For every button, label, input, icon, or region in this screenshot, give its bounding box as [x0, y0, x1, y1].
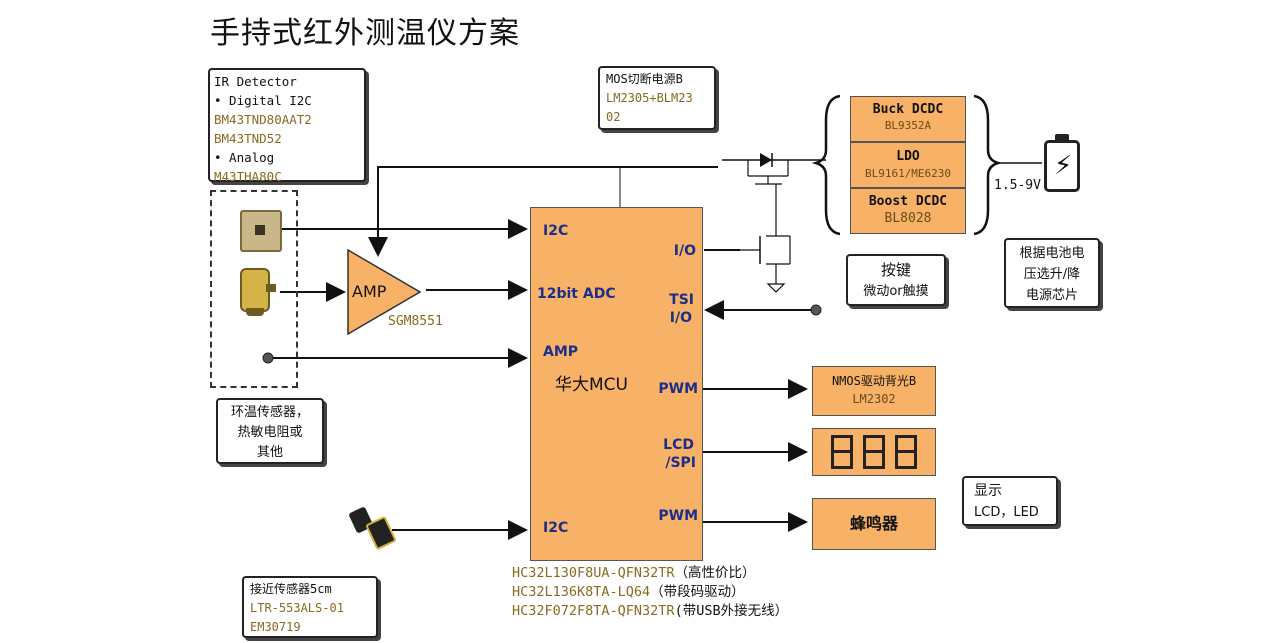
- ir-part-1: BM43TND80AAT2: [214, 112, 312, 127]
- mos-part-1: LM2305+BLM23: [606, 91, 693, 105]
- digit-2: [863, 435, 885, 469]
- boost-block: Boost DCDC BL8028: [850, 188, 966, 234]
- buck-title: Buck DCDC: [872, 102, 944, 117]
- ir-digital-label: • Digital I2C: [214, 93, 312, 108]
- amp-part: SGM8551: [388, 314, 443, 329]
- temp-line-3: 其他: [256, 445, 283, 460]
- ldo-part: BL9161/ME6230: [864, 167, 952, 180]
- ir-analog-label: • Analog: [214, 150, 275, 165]
- key-title: 按键: [880, 261, 911, 279]
- boost-title: Boost DCDC: [868, 194, 948, 209]
- display-block: [812, 428, 936, 476]
- ir-sensor-round: [236, 268, 276, 318]
- mcu-name: 华大MCU: [555, 375, 628, 395]
- ir-sensor-group: [210, 190, 298, 388]
- battery-icon: ⚡: [1044, 134, 1080, 192]
- mcu-pin-tsi-io: I/O: [669, 310, 692, 326]
- mcu-pin-i2c-top: I2C: [543, 223, 569, 239]
- ir-sensor-square: [240, 210, 282, 252]
- ir-part-3: M43THA80C: [214, 169, 282, 184]
- power-note-callout: 根据电池电 压选升/降 电源芯片: [1004, 238, 1100, 308]
- mcu-pin-tsi: TSI: [669, 292, 694, 308]
- part-number: HC32L130F8UA-QFN32TR: [512, 565, 675, 581]
- display-title: 显示: [974, 483, 1002, 499]
- mcu-pin-io: I/O: [673, 243, 696, 259]
- temp-line-2: 热敏电阻或: [237, 425, 303, 440]
- ir-detector-callout: IR Detector • Digital I2C BM43TND80AAT2 …: [208, 68, 366, 184]
- prox-part-1: LTR-553ALS-01: [250, 601, 344, 615]
- mos-part-2: 02: [606, 110, 621, 124]
- key-callout: 按键 微动or触摸: [846, 254, 946, 306]
- mcu-pin-pwm-1: PWM: [658, 381, 698, 397]
- mos-title: MOS切断电源B: [606, 72, 683, 86]
- part-number-row: HC32F072F8TA-QFN32TR(带USB外接无线）: [512, 602, 788, 621]
- temp-line-1: 环温传感器，: [230, 405, 309, 420]
- display-callout: 显示 LCD，LED: [962, 476, 1058, 526]
- part-number: HC32F072F8TA-QFN32TR: [512, 603, 675, 619]
- key-subtitle: 微动or触摸: [863, 284, 929, 299]
- part-number: HC32L136K8TA-LQ64: [512, 584, 651, 600]
- power-note-line-2: 压选升/降: [1023, 267, 1081, 282]
- proximity-sensor-image: [348, 505, 397, 551]
- part-number-row: HC32L136K8TA-LQ64（带段码驱动）: [512, 583, 788, 602]
- part-note: （带段码驱动）: [650, 584, 745, 600]
- buck-part: BL9352A: [884, 119, 932, 132]
- mcu-pin-spi: /SPI: [665, 455, 696, 471]
- nmos-part: LM2302: [852, 392, 896, 406]
- boost-part: BL8028: [884, 211, 932, 226]
- part-number-list: HC32L130F8UA-QFN32TR（高性价比） HC32L136K8TA-…: [512, 564, 788, 621]
- amp-label: AMP: [352, 282, 387, 301]
- digit-3: [895, 435, 917, 469]
- prox-part-2: EM30719: [250, 620, 301, 634]
- ir-detector-title: IR Detector: [214, 74, 297, 89]
- display-types: LCD，LED: [974, 505, 1039, 520]
- proximity-callout: 接近传感器5cm LTR-553ALS-01 EM30719: [242, 576, 378, 638]
- battery-voltage: 1.5-9V: [994, 178, 1041, 193]
- mcu-pin-i2c-bottom: I2C: [543, 520, 569, 536]
- mcu-pin-lcd: LCD: [663, 437, 694, 453]
- temp-sensor-callout: 环温传感器， 热敏电阻或 其他: [216, 398, 324, 464]
- ldo-title: LDO: [896, 149, 920, 164]
- prox-title: 接近传感器5cm: [250, 582, 332, 596]
- buzzer-block: 蜂鸣器: [812, 498, 936, 550]
- mcu-pin-amp: AMP: [543, 344, 579, 360]
- mcu-pin-pwm-2: PWM: [658, 508, 698, 524]
- part-number-row: HC32L130F8UA-QFN32TR（高性价比）: [512, 564, 788, 583]
- power-note-line-3: 电源芯片: [1025, 288, 1078, 303]
- diagram-title: 手持式红外测温仪方案: [210, 16, 520, 51]
- part-note: (带USB外接无线）: [674, 603, 789, 619]
- mcu-pin-adc: 12bit ADC: [537, 286, 616, 302]
- mos-callout: MOS切断电源B LM2305+BLM23 02: [598, 66, 716, 130]
- digit-1: [831, 435, 853, 469]
- power-note-line-1: 根据电池电: [1019, 246, 1085, 261]
- ir-part-2: BM43TND52: [214, 131, 282, 146]
- ldo-block: LDO BL9161/ME6230: [850, 142, 966, 188]
- part-note: （高性价比）: [674, 565, 756, 581]
- mcu-block: I2C 12bit ADC AMP I2C 华大MCU I/O TSI I/O …: [530, 207, 703, 561]
- nmos-block: NMOS驱动背光B LM2302: [812, 366, 936, 416]
- buck-block: Buck DCDC BL9352A: [850, 96, 966, 142]
- nmos-title: NMOS驱动背光B: [831, 374, 917, 388]
